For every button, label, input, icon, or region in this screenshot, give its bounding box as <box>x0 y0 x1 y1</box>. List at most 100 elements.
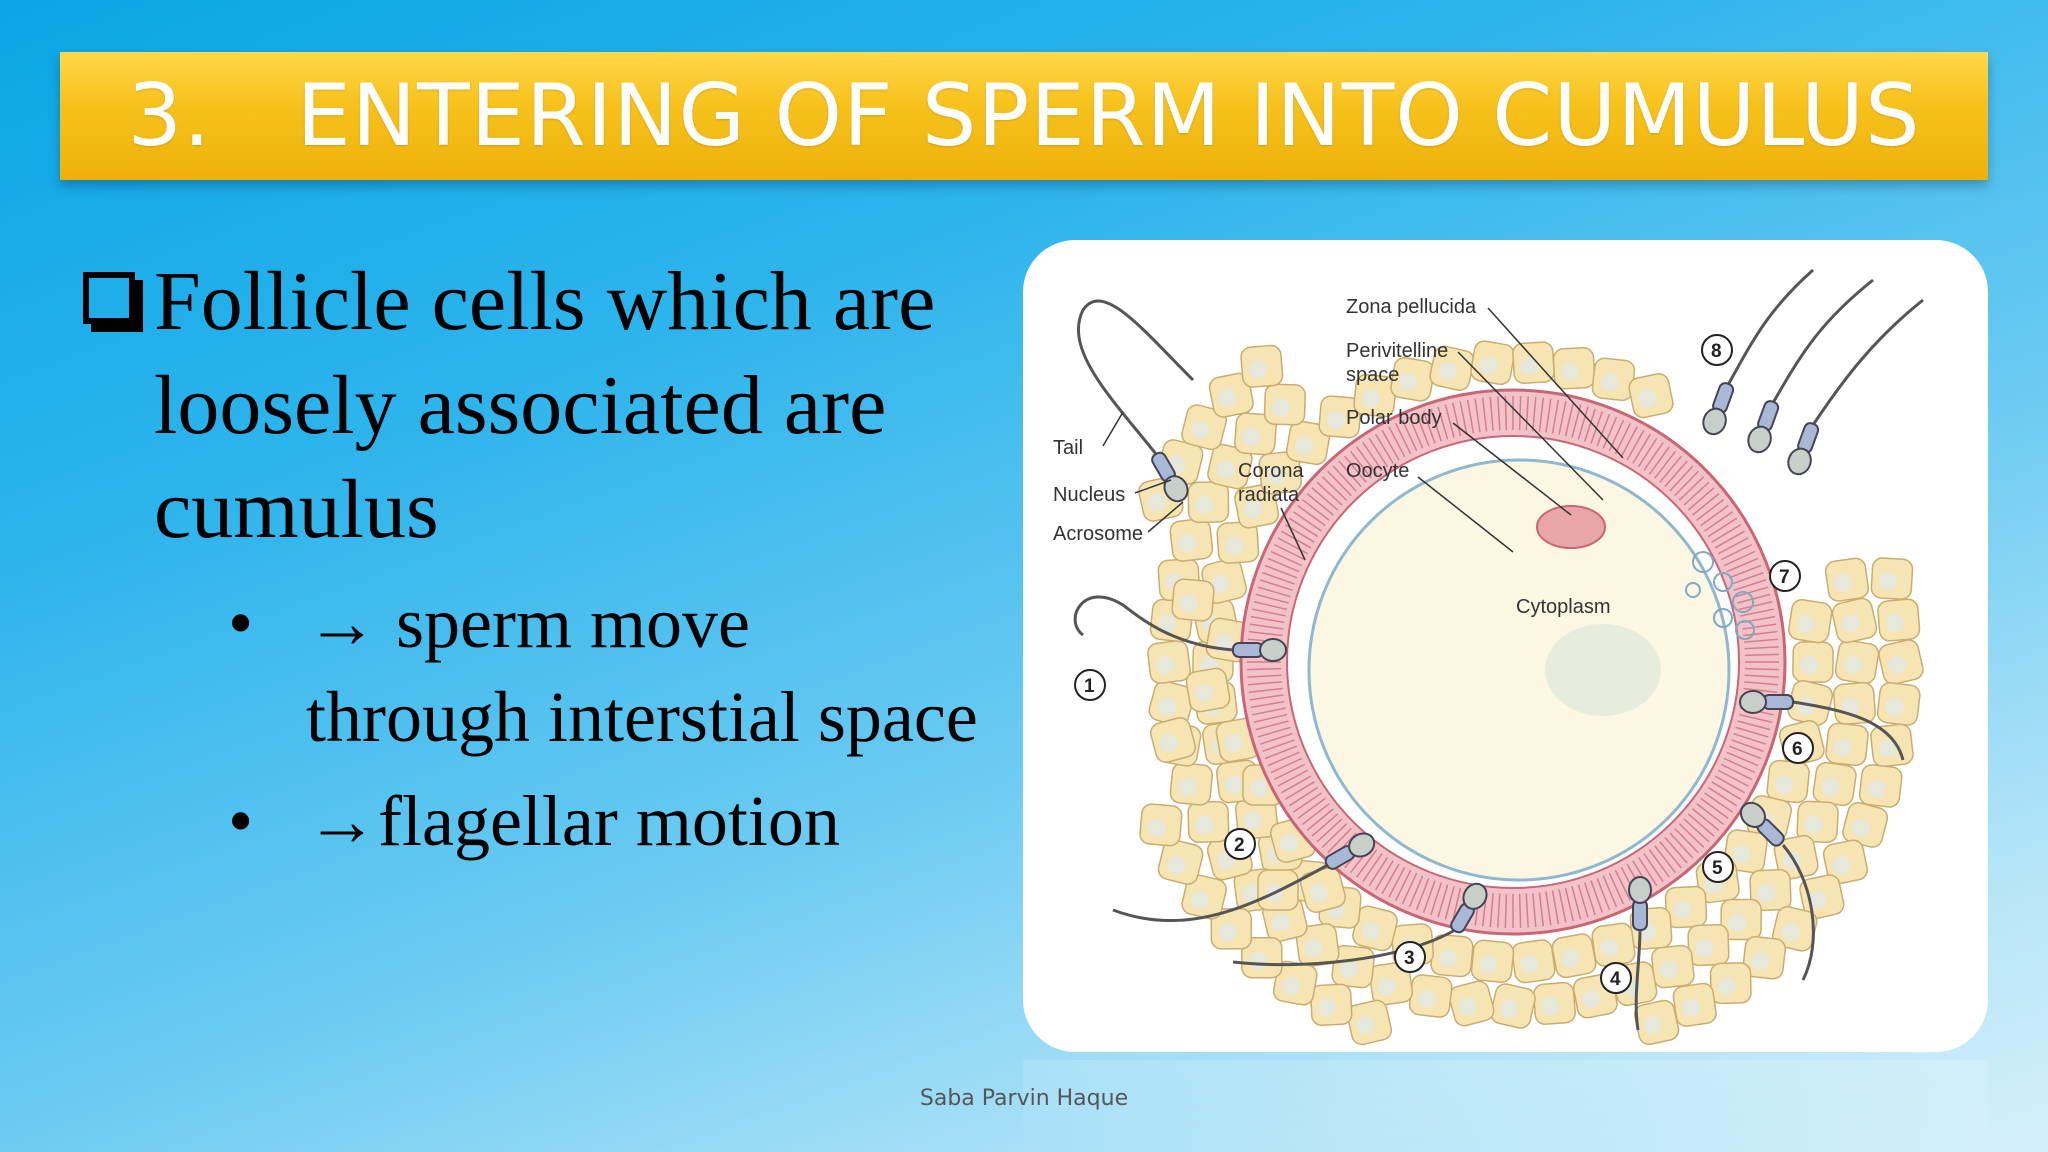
follicle-cell <box>1150 717 1196 763</box>
follicle-cell <box>1210 908 1253 950</box>
follicle-cell <box>1749 868 1792 912</box>
fertilization-diagram: Zona pellucida Perivitelline space Polar… <box>1023 240 1988 1052</box>
sperm-cell <box>1702 268 1814 436</box>
step-marker: 5 <box>1702 851 1734 883</box>
sub-bullet-item: • →flagellar motion <box>154 774 978 868</box>
sperm-cells <box>1073 268 1924 1031</box>
follicle-cell <box>1300 867 1346 913</box>
follicle-cell <box>1825 722 1869 767</box>
label-polar-body: Polar body <box>1346 407 1442 429</box>
follicle-cells <box>1138 340 1924 1046</box>
step-marker: 3 <box>1394 941 1426 973</box>
follicle-cell <box>1842 801 1889 848</box>
svg-text:5: 5 <box>1712 858 1723 879</box>
step-marker: 6 <box>1782 732 1814 764</box>
follicle-cell <box>1512 341 1555 385</box>
step-marker: 7 <box>1769 560 1801 592</box>
follicle-cell <box>1792 641 1834 683</box>
follicle-cell <box>1870 557 1914 600</box>
follicle-cell <box>1208 372 1254 418</box>
follicle-cell <box>1591 922 1636 967</box>
follicle-cell <box>1788 598 1833 644</box>
follicle-cell <box>1185 667 1231 713</box>
follicle-cell <box>1812 761 1857 807</box>
follicle-cell <box>1448 980 1495 1027</box>
follicle-cell <box>1234 483 1280 529</box>
follicle-cell <box>1169 518 1214 562</box>
follicle-cell <box>1353 373 1397 418</box>
follicle-cell <box>1870 723 1914 768</box>
sperm-cell <box>1747 278 1874 454</box>
follicle-cell <box>1833 682 1876 725</box>
checkbox-bullet-icon <box>83 272 135 324</box>
follicle-cell <box>1822 839 1869 885</box>
bullet-list: Follicle cells which are loosely associa… <box>78 250 978 868</box>
follicle-cell <box>1310 983 1353 1027</box>
oocyte <box>1307 458 1731 882</box>
follicle-cell <box>1258 450 1303 495</box>
follicle-cell <box>1148 680 1195 727</box>
follicle-cell <box>1181 874 1227 920</box>
follicle-cell <box>1147 640 1191 684</box>
label-perivitelline: Perivitelline <box>1346 340 1448 362</box>
svg-text:7: 7 <box>1779 567 1790 588</box>
sperm-cell <box>1739 690 1905 761</box>
sperm-cell <box>1073 595 1287 662</box>
follicle-cell <box>1742 935 1786 980</box>
follicle-cell <box>1824 557 1870 602</box>
follicle-cell <box>1876 682 1921 726</box>
follicle-cell <box>1787 679 1834 726</box>
follicle-cell <box>1687 924 1730 967</box>
label-acrosome: Acrosome <box>1053 523 1143 545</box>
label-oocyte: Oocyte <box>1346 460 1409 482</box>
sub-bullet-list: • → sperm move through interstial space … <box>78 576 978 868</box>
follicle-cell <box>1628 373 1674 419</box>
slide-title: 3. ENTERING OF SPERM INTO CUMULUS <box>127 66 1921 166</box>
bullet-dot-icon: • <box>228 781 254 861</box>
follicle-cell <box>1295 923 1340 968</box>
follicle-cell <box>1470 939 1515 983</box>
svg-text:2: 2 <box>1234 835 1245 856</box>
sperm-cell <box>1739 801 1815 981</box>
label-tail: Tail <box>1053 437 1083 459</box>
svg-text:6: 6 <box>1792 739 1803 760</box>
leader-lines <box>1102 307 1624 561</box>
follicle-cell <box>1234 796 1279 840</box>
label-radiata: radiata <box>1238 484 1300 506</box>
follicle-cell <box>1240 344 1284 388</box>
follicle-cell <box>1511 939 1556 984</box>
follicle-cell <box>1181 404 1228 451</box>
step-marker: 4 <box>1600 962 1632 994</box>
follicle-cell <box>1318 395 1362 439</box>
sperm-cell <box>1076 299 1195 503</box>
sub-bullet-text: → sperm move through interstial space <box>306 583 978 757</box>
follicle-cell <box>1672 982 1717 1027</box>
svg-text:4: 4 <box>1610 969 1621 990</box>
follicle-cell <box>1664 885 1708 929</box>
svg-text:3: 3 <box>1404 948 1415 969</box>
follicle-cell <box>1878 639 1924 685</box>
follicle-cell <box>1633 999 1680 1046</box>
follicle-cell <box>1490 983 1536 1029</box>
follicle-cell <box>1651 944 1695 989</box>
sub-bullet-item: • → sperm move through interstial space <box>154 576 978 764</box>
follicle-cell <box>1723 829 1768 874</box>
label-corona: Corona <box>1238 460 1304 482</box>
main-bullet-text: Follicle cells which are loosely associa… <box>154 255 936 556</box>
follicle-cell <box>1591 357 1636 402</box>
svg-text:8: 8 <box>1711 341 1722 362</box>
follicle-cell <box>1352 905 1398 952</box>
follicle-cell <box>1877 598 1921 642</box>
diagram-reflection <box>1023 1060 1988 1152</box>
follicle-cell <box>1430 934 1474 978</box>
footer-author: Saba Parvin Haque <box>919 1086 1129 1111</box>
diagram-svg: Zona pellucida Perivitelline space Polar… <box>1053 268 1924 1046</box>
main-bullet: Follicle cells which are loosely associa… <box>78 250 978 562</box>
follicle-cell <box>1157 839 1204 885</box>
sub-bullet-text: →flagellar motion <box>306 781 840 861</box>
sperm-cell <box>1787 298 1924 476</box>
follicle-cell <box>1532 982 1576 1025</box>
follicle-cell <box>1207 443 1253 490</box>
sperm-cell <box>1232 882 1488 967</box>
follicle-cell <box>1831 597 1878 644</box>
